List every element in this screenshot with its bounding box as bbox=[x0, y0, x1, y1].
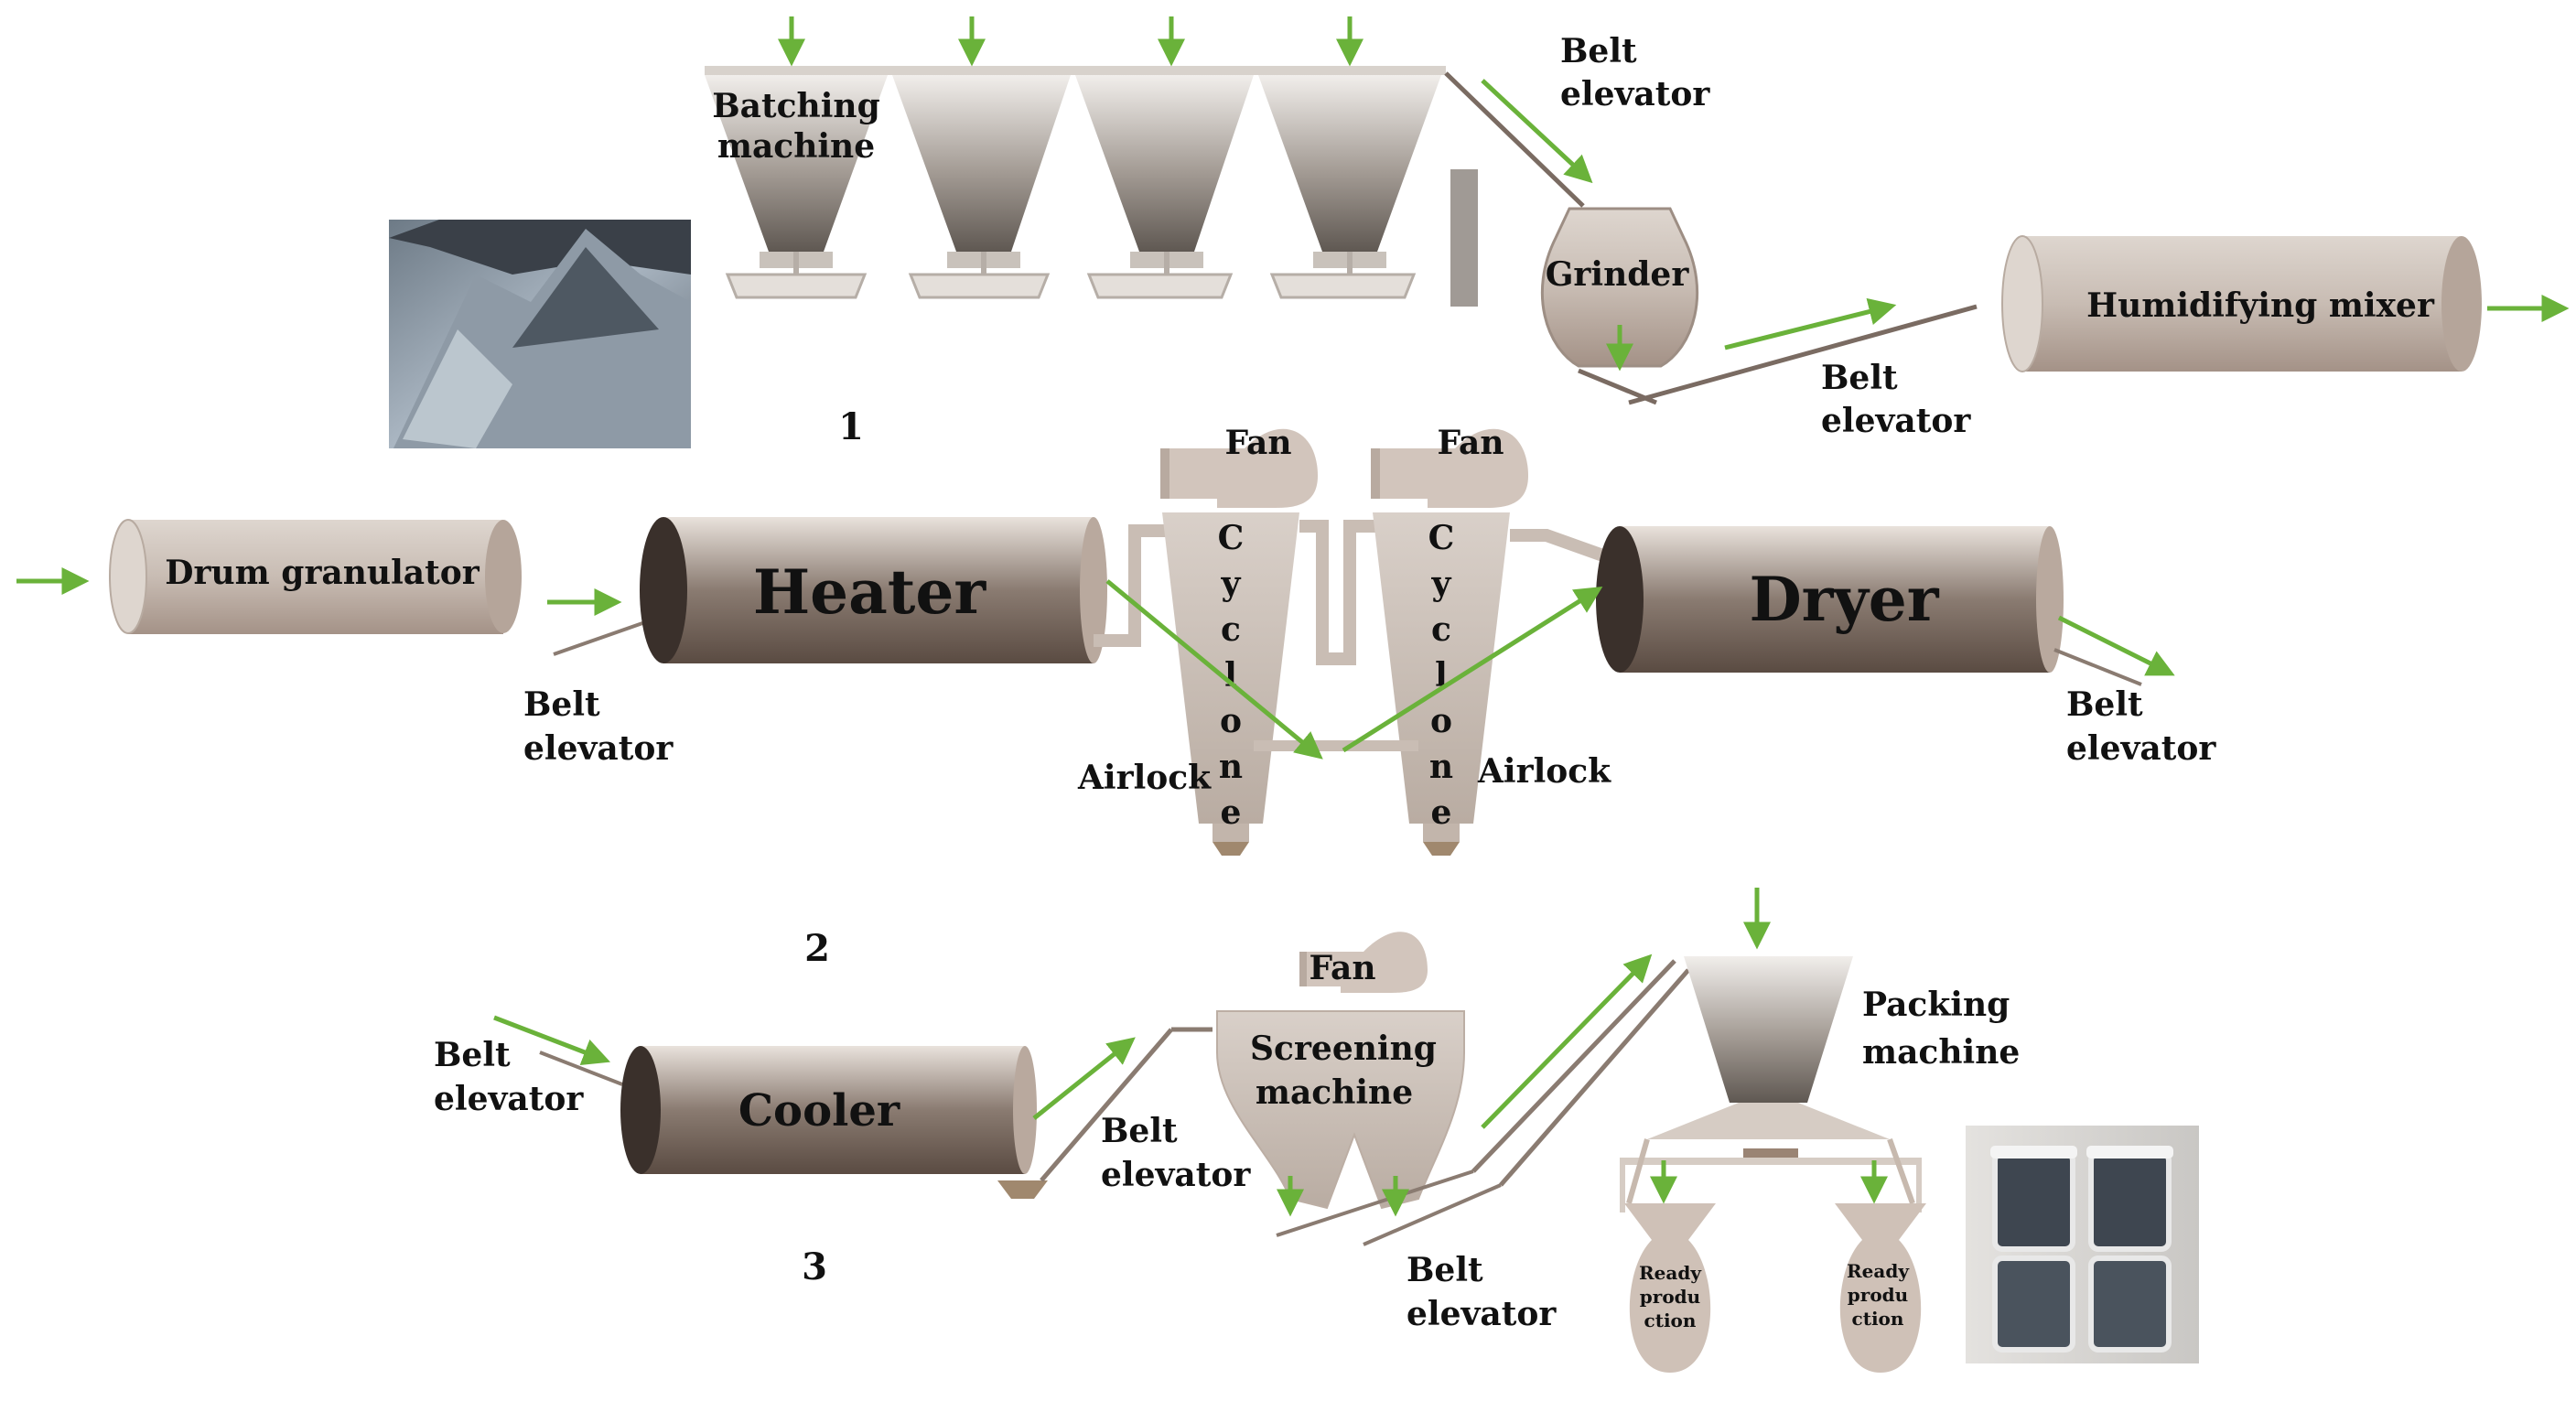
belt-line bbox=[1276, 1169, 1474, 1237]
cyclone-left-label: C y c l o n e bbox=[1218, 519, 1245, 832]
belt-elevator-in-2: elevator bbox=[434, 1080, 584, 1118]
belt-line bbox=[1363, 1183, 1502, 1246]
cyclone-letter: y bbox=[1431, 565, 1452, 603]
fan-right bbox=[1371, 428, 1528, 508]
belt-elevator-in-1: Belt bbox=[434, 1036, 511, 1074]
stage-number-1: 1 bbox=[838, 405, 864, 448]
belt-elevator-top-2: elevator bbox=[1560, 75, 1710, 113]
cooler-outlet bbox=[997, 1180, 1048, 1199]
belt-line bbox=[1471, 959, 1676, 1173]
drum-granulator-label: Drum granulator bbox=[165, 554, 480, 592]
stage-1: Batching machine Belt elevator Grinder B… bbox=[389, 16, 2570, 448]
packed-product-photo bbox=[1966, 1126, 2199, 1363]
duct bbox=[1299, 520, 1377, 665]
duct bbox=[1094, 524, 1167, 647]
ready-right-3: ction bbox=[1852, 1308, 1904, 1330]
batching-label-1: Batching bbox=[712, 87, 880, 125]
belt-line bbox=[553, 620, 646, 656]
flow-arrows-stage-2 bbox=[16, 567, 2175, 760]
airlock-right-label: Airlock bbox=[1477, 752, 1611, 791]
cooler-label: Cooler bbox=[738, 1085, 900, 1137]
screening-fan bbox=[1299, 932, 1428, 993]
flow-arrows-stage-3 bbox=[493, 888, 1888, 1217]
cyclone-right-label: C y c l o n e bbox=[1428, 519, 1455, 832]
cyclone-letter: C bbox=[1428, 519, 1455, 557]
belt-elevator-mid-1: Belt bbox=[1821, 359, 1898, 397]
belt-line bbox=[1628, 304, 1978, 405]
ready-left-1: Ready bbox=[1639, 1262, 1702, 1284]
screening-machine bbox=[1216, 1010, 1465, 1210]
dryer bbox=[1596, 526, 2064, 673]
packing-label-1: Packing bbox=[1862, 986, 2010, 1024]
cyclone-letter: C bbox=[1218, 519, 1245, 557]
screening-label-2: machine bbox=[1256, 1073, 1413, 1112]
stage-3: Belt elevator Cooler Belt elevator Fan S… bbox=[434, 888, 2199, 1373]
belt-elevator-left-2: elevator bbox=[523, 729, 674, 768]
duct bbox=[1510, 529, 1613, 565]
product-bag-left bbox=[1624, 1203, 1716, 1373]
airlock-left-label: Airlock bbox=[1077, 759, 1212, 797]
cyclone-letter: y bbox=[1221, 565, 1242, 603]
fan-left bbox=[1160, 428, 1318, 508]
flow-arrows-stage-1 bbox=[778, 16, 2570, 372]
ready-left-3: ction bbox=[1644, 1309, 1697, 1331]
packing-machine bbox=[1620, 956, 1922, 1212]
cyclone-letter: o bbox=[1430, 702, 1452, 740]
heater bbox=[640, 517, 1107, 663]
belt-elevator-b-2: elevator bbox=[1407, 1295, 1557, 1333]
cooler bbox=[620, 1046, 1037, 1174]
cyclone-letter: e bbox=[1431, 793, 1452, 832]
cyclone-letter: c bbox=[1221, 610, 1241, 649]
hopper-4 bbox=[1258, 75, 1441, 299]
drum-granulator bbox=[109, 519, 522, 634]
stage-number-3: 3 bbox=[802, 1245, 827, 1288]
screening-label-1: Screening bbox=[1250, 1029, 1437, 1068]
fan-left-label: Fan bbox=[1224, 424, 1291, 462]
batching-machine bbox=[705, 66, 1446, 299]
support-post bbox=[1450, 169, 1478, 307]
ready-right-1: Ready bbox=[1847, 1260, 1910, 1282]
belt-elevator-top-1: Belt bbox=[1560, 32, 1637, 70]
cyclone-letter: e bbox=[1221, 793, 1242, 832]
belt-elevator-right-2: elevator bbox=[2066, 729, 2216, 768]
belt-line bbox=[1499, 968, 1690, 1187]
screening-fan-label: Fan bbox=[1309, 949, 1375, 987]
ready-right-2: produ bbox=[1848, 1284, 1908, 1306]
grinder bbox=[1540, 207, 1699, 368]
hopper-3 bbox=[1075, 75, 1254, 299]
cyclone-letter: n bbox=[1429, 748, 1453, 786]
belt-line bbox=[1444, 71, 1585, 208]
product-bag-right bbox=[1835, 1203, 1926, 1373]
packing-label-2: machine bbox=[1862, 1033, 2020, 1072]
hopper-1 bbox=[705, 75, 888, 299]
humidifying-mixer-label: Humidifying mixer bbox=[2086, 286, 2435, 325]
heater-label: Heater bbox=[753, 556, 987, 628]
belt-elevator-mid-2: elevator bbox=[1821, 402, 1971, 440]
belt-elevator-left-1: Belt bbox=[523, 685, 600, 724]
humidifying-mixer bbox=[2001, 235, 2482, 372]
raw-material-photo bbox=[389, 220, 691, 448]
belt-elevator-right-1: Belt bbox=[2066, 685, 2143, 724]
grinder-label: Grinder bbox=[1546, 255, 1690, 294]
stage-2: Drum granulator Belt elevator Heater Fan bbox=[16, 424, 2216, 970]
belt-elevator-b-1: Belt bbox=[1407, 1251, 1483, 1289]
batching-label-2: machine bbox=[717, 127, 875, 166]
cyclone-letter: n bbox=[1219, 748, 1243, 786]
fan-right-label: Fan bbox=[1437, 424, 1504, 462]
belt-line bbox=[539, 1051, 623, 1086]
dryer-label: Dryer bbox=[1749, 564, 1939, 635]
ready-left-2: produ bbox=[1640, 1286, 1700, 1308]
hopper-2 bbox=[892, 75, 1071, 299]
belt-line bbox=[1040, 1028, 1173, 1182]
cyclone-letter: o bbox=[1220, 702, 1242, 740]
belt-elevator-a-1: Belt bbox=[1101, 1112, 1178, 1150]
belt-elevator-a-2: elevator bbox=[1101, 1156, 1251, 1194]
cyclone-letter: c bbox=[1431, 610, 1451, 649]
belt-line bbox=[2053, 648, 2142, 686]
stage-number-2: 2 bbox=[804, 927, 830, 970]
